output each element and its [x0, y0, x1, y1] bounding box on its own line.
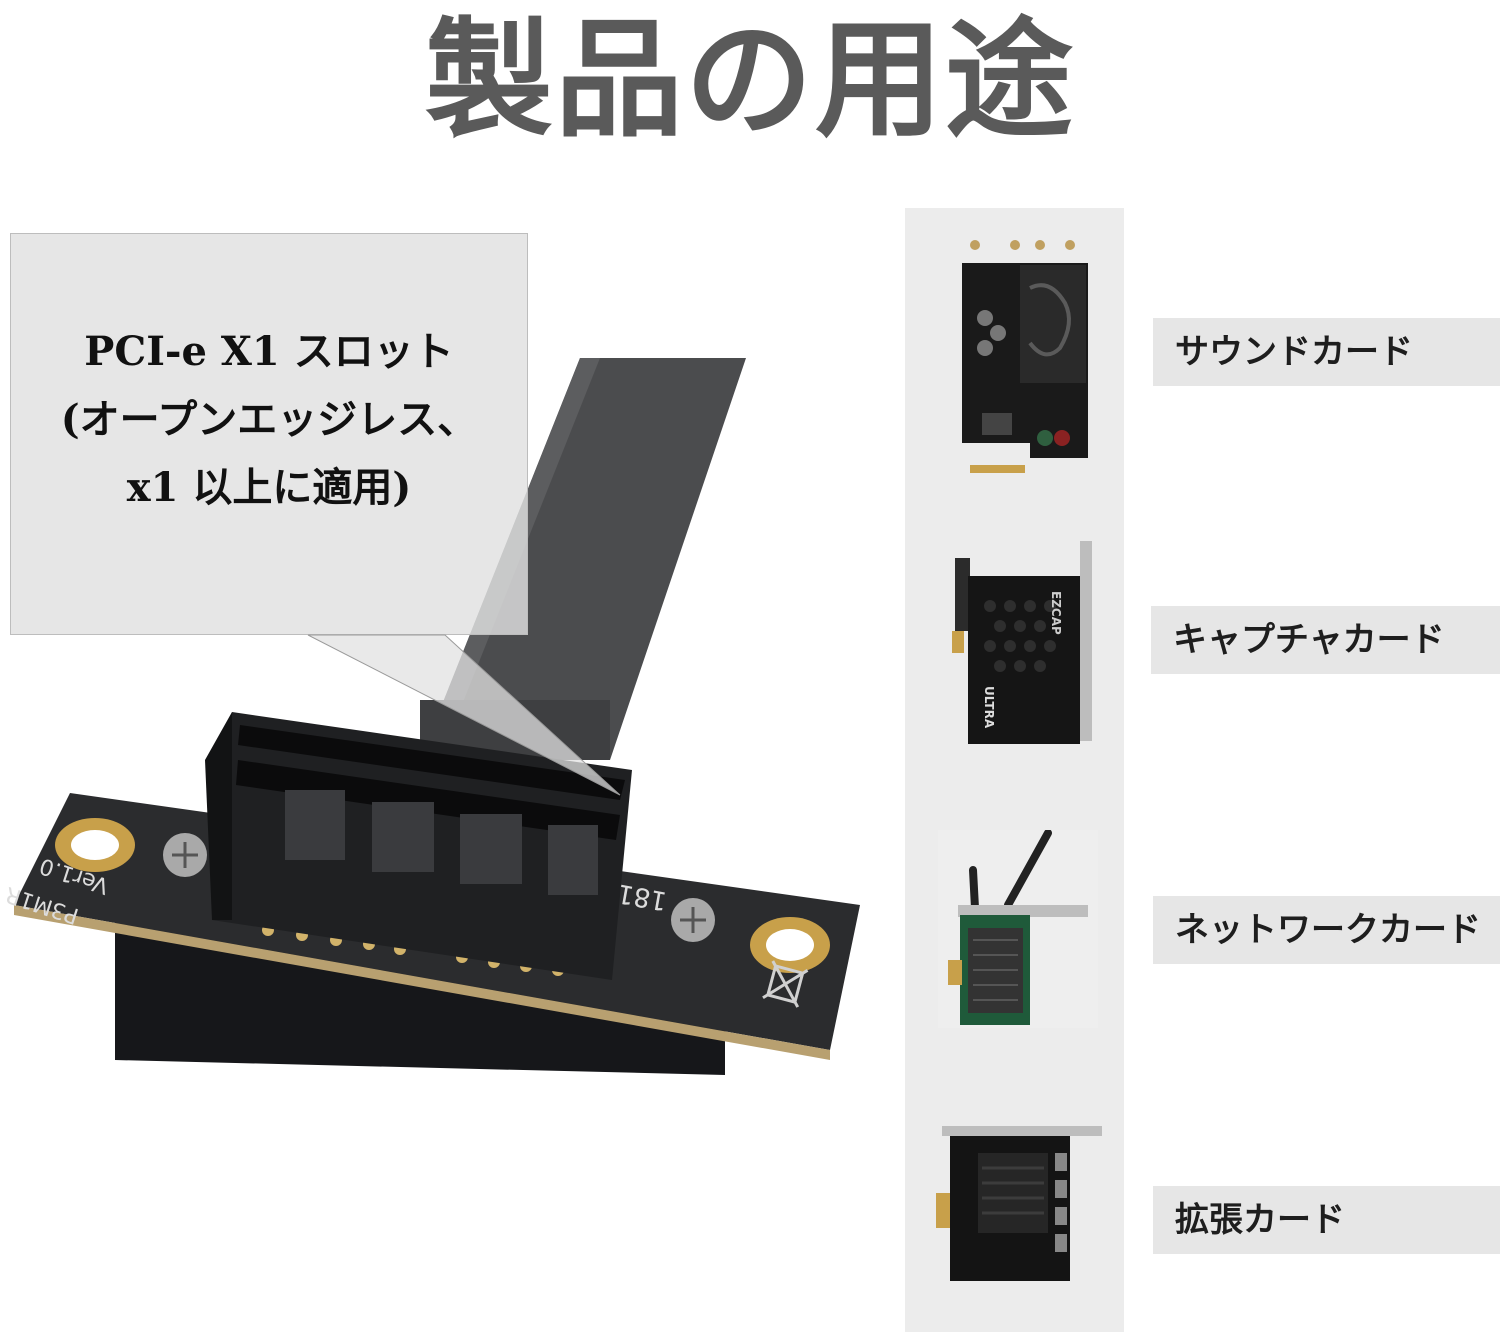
- callout-line-3: x1 以上に適用): [126, 464, 412, 511]
- expansion-card-photo: [930, 1108, 1102, 1286]
- capture-brand-text: EZCAP: [1049, 591, 1063, 635]
- weee-mark-icon: [762, 960, 809, 1008]
- page-title: 製品の用途: [424, 5, 1075, 155]
- callout-box: [10, 233, 528, 635]
- callout-text: PCI-e X1 スロット (オープンエッジレス、 x1 以上に適用): [10, 318, 528, 522]
- callout-line-1: PCI-e X1 スロット: [84, 328, 454, 375]
- capture-model-text: ULTRA: [982, 686, 996, 729]
- use-label-network-card: ネットワークカード: [1153, 896, 1500, 964]
- use-label-expansion-card: 拡張カード: [1153, 1186, 1500, 1254]
- callout-line-2: (オープンエッジレス、: [60, 396, 478, 443]
- capture-card-photo: EZCAP ULTRA: [930, 536, 1096, 748]
- sound-card-photo: [930, 233, 1090, 483]
- callout-pointer: [307, 634, 621, 796]
- use-label-sound-card: サウンドカード: [1153, 318, 1500, 386]
- use-label-capture-card: キャプチャカード: [1151, 606, 1500, 674]
- network-card-photo: [938, 830, 1098, 1028]
- ribbon-cable: [420, 358, 746, 760]
